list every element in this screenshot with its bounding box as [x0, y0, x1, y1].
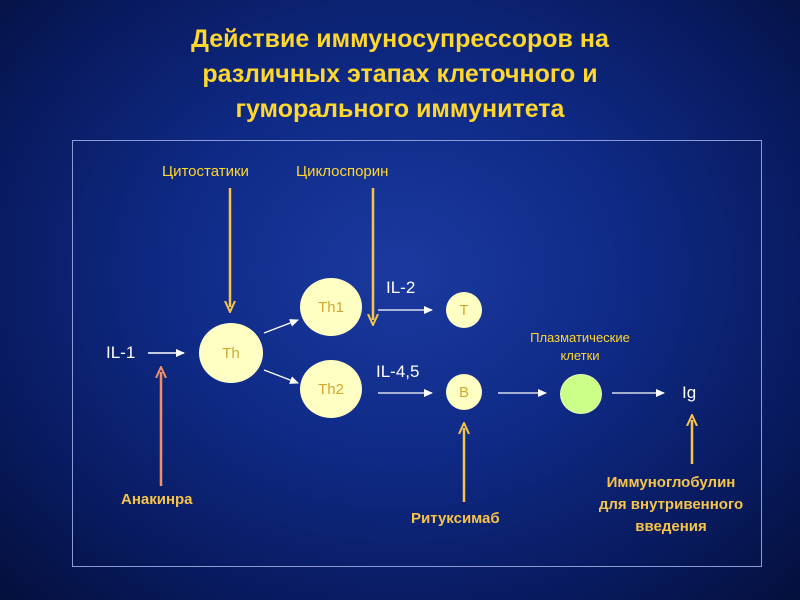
title-line-2: различных этапах клеточного и: [202, 60, 598, 88]
plasma-line-2: клетки: [560, 348, 600, 363]
cell-plasma: [560, 374, 602, 414]
label-il2: IL-2: [386, 278, 416, 297]
label-rituximab: Ритуксимаб: [411, 510, 500, 527]
label-ig: Ig: [682, 383, 697, 402]
label-plasma-cells: Плазматические клетки: [510, 329, 650, 365]
arrow-th-to-th1: [263, 319, 299, 334]
label-il1: IL-1: [106, 343, 136, 362]
cell-th-label: Th: [222, 344, 240, 362]
cell-th1-label: Th1: [318, 298, 344, 316]
label-il45: IL-4,5: [376, 362, 420, 381]
cell-b: B: [446, 374, 482, 410]
arrow-th-to-th2: [263, 369, 299, 384]
label-ivig: Иммуноглобулин для внутривенного введени…: [582, 472, 760, 538]
cell-t-label: T: [459, 301, 469, 319]
ivig-line-2: для внутривенного: [598, 496, 744, 513]
cell-th: Th: [199, 323, 263, 383]
cell-th2-label: Th2: [318, 380, 344, 398]
ivig-line-1: Иммуноглобулин: [606, 474, 736, 491]
plasma-line-1: Плазматические: [530, 330, 630, 345]
diagram-panel: [72, 140, 762, 567]
slide-title: Действие иммуносупрессоров на различных …: [0, 22, 800, 127]
ivig-line-3: введения: [635, 518, 707, 535]
label-cyclosporin: Циклоспорин: [296, 163, 389, 180]
title-line-1: Действие иммуносупрессоров на: [191, 25, 609, 53]
cell-t: T: [446, 292, 482, 328]
title-line-3: гуморального иммунитета: [235, 95, 565, 123]
cell-th1: Th1: [300, 278, 362, 336]
cell-b-label: B: [458, 383, 469, 401]
cell-th2: Th2: [300, 360, 362, 418]
label-cytostatics: Цитостатики: [162, 163, 249, 180]
label-anakinra: Анакинра: [121, 491, 193, 508]
